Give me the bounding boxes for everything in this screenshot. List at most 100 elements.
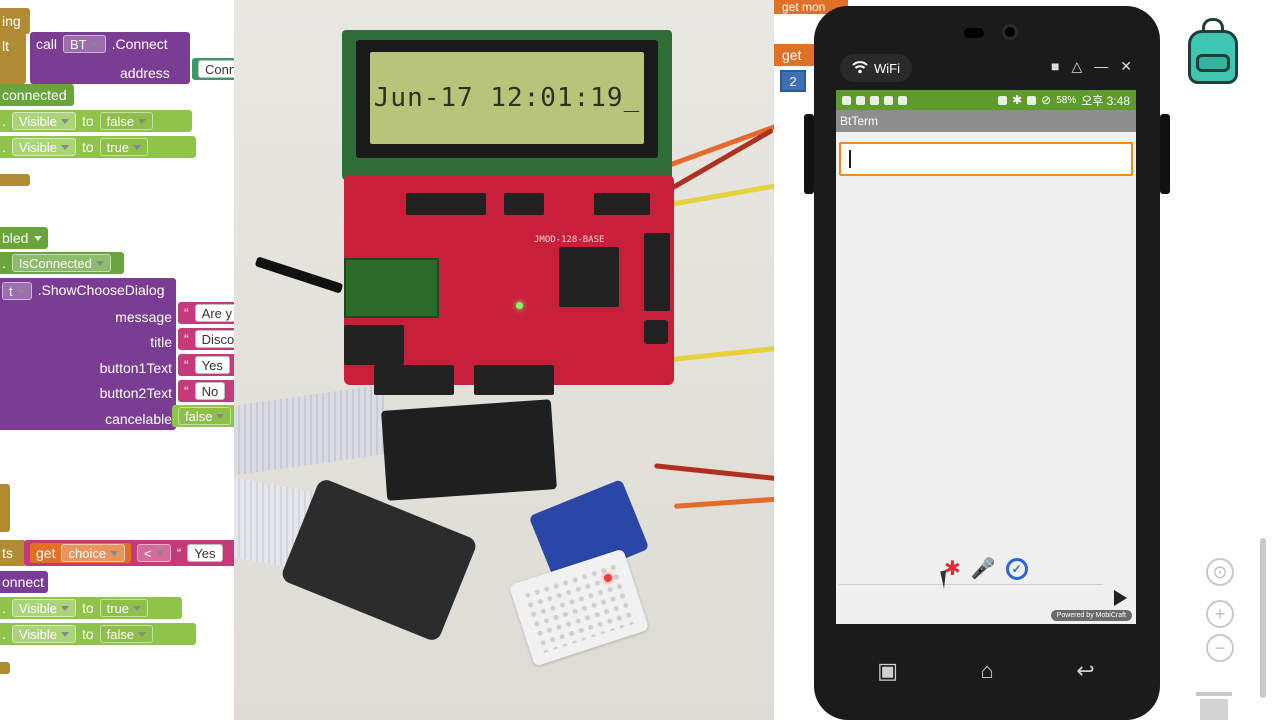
fingerprint-board bbox=[381, 399, 557, 501]
property-name: Visible bbox=[18, 139, 57, 155]
method-name: .ShowChooseDialog bbox=[37, 282, 165, 298]
bool-dropdown[interactable]: true bbox=[99, 138, 149, 156]
property-dropdown[interactable]: Visible bbox=[11, 599, 76, 617]
wifi-icon bbox=[852, 60, 868, 77]
close-icon[interactable]: ✕ bbox=[1120, 58, 1132, 74]
number-block[interactable]: 2 bbox=[780, 70, 806, 92]
side-header bbox=[644, 233, 670, 311]
property-dropdown[interactable]: Visible bbox=[11, 112, 76, 130]
dropdown-icon bbox=[90, 41, 99, 47]
bool-block-cancelable[interactable]: false bbox=[172, 405, 234, 427]
text-block-button2[interactable]: “No bbox=[178, 380, 234, 402]
get-keyword: get bbox=[36, 545, 56, 561]
home-icon[interactable]: ⌂ bbox=[980, 658, 994, 683]
compare-block[interactable]: get choice < “ Yes bbox=[24, 540, 234, 566]
fingerprint-sensor bbox=[279, 477, 479, 643]
to-keyword: to bbox=[81, 626, 94, 642]
app-title: BtTerm bbox=[840, 114, 879, 128]
dht-grille bbox=[521, 561, 637, 654]
lock-icon[interactable]: ■ bbox=[1051, 58, 1060, 74]
component-name: t bbox=[9, 283, 13, 299]
text-value: Yes bbox=[194, 356, 230, 374]
set-visible-block-3[interactable]: . Visible to true bbox=[0, 597, 182, 619]
block-text: ts bbox=[2, 545, 13, 561]
arg-label: button1Text bbox=[99, 359, 172, 376]
window-controls: ■ △ — ✕ bbox=[1051, 58, 1132, 75]
backpack-icon[interactable] bbox=[1182, 18, 1244, 86]
backpack-pocket bbox=[1196, 54, 1230, 72]
text-block-title[interactable]: “ Disco bbox=[178, 328, 234, 350]
block-text: lt bbox=[2, 38, 9, 54]
get-block[interactable]: get choice bbox=[30, 543, 132, 563]
back-icon[interactable]: ↩ bbox=[1076, 658, 1095, 683]
component-dropdown[interactable]: BT bbox=[63, 35, 106, 53]
alarm-clock-icon[interactable]: ✓ bbox=[1005, 557, 1028, 580]
quote-mark: “ bbox=[184, 357, 189, 373]
android-navbar: ▣ ⌂ ↩ bbox=[836, 646, 1136, 696]
arg-label-button2: button2Text bbox=[60, 381, 180, 407]
phone-frame: WiFi ■ △ — ✕ ✱ ⊘ 58% 오후 3:48 bbox=[804, 6, 1170, 720]
set-visible-block-1[interactable]: . Visible to false bbox=[0, 110, 192, 132]
dot: . bbox=[2, 139, 6, 155]
bluetooth-disconnected-icon[interactable]: ✱ bbox=[944, 558, 961, 580]
terminal-output-field[interactable] bbox=[839, 142, 1133, 176]
bool-dropdown[interactable]: false bbox=[99, 112, 154, 130]
wifi-indicator[interactable]: WiFi bbox=[840, 54, 912, 82]
app-titlebar: BtTerm bbox=[836, 110, 1136, 132]
bluetooth-icon: ✱ bbox=[1012, 93, 1023, 107]
arg-label-cancelable: cancelable bbox=[60, 406, 180, 432]
call-block-2[interactable]: onnect bbox=[0, 571, 48, 593]
bell-icon[interactable]: △ bbox=[1071, 58, 1083, 74]
event-block-2[interactable]: bled bbox=[0, 227, 48, 249]
set-visible-block-2[interactable]: . Visible to true bbox=[0, 136, 196, 158]
zoom-in-icon[interactable]: + bbox=[1206, 600, 1234, 628]
designer-panel: get mon get 2 WiFi ■ △ — ✕ bbox=[774, 0, 1280, 720]
arg-value-block[interactable]: Conn bbox=[192, 58, 234, 80]
variable-dropdown[interactable]: choice bbox=[61, 544, 126, 562]
event-block-end-2 bbox=[0, 662, 10, 674]
property-dropdown[interactable]: IsConnected bbox=[11, 254, 111, 272]
to-keyword: to bbox=[81, 139, 94, 155]
recenter-icon[interactable]: ⊙ bbox=[1206, 558, 1234, 586]
bool-dropdown[interactable]: false bbox=[99, 625, 154, 643]
send-icon[interactable] bbox=[1114, 590, 1127, 606]
property-name: IsConnected bbox=[18, 255, 92, 271]
backpack-handle bbox=[1202, 18, 1224, 34]
call-connect-block[interactable]: call BT .Connect address bbox=[30, 32, 190, 84]
event-block[interactable]: ing bbox=[0, 8, 30, 34]
text-block-message[interactable]: “Are y bbox=[178, 302, 234, 324]
block-text: connected bbox=[2, 87, 67, 103]
text-block-button1[interactable]: “ Yes bbox=[178, 354, 234, 376]
vertical-scrollbar[interactable] bbox=[1260, 538, 1266, 698]
if-block[interactable]: ts bbox=[0, 540, 26, 566]
property-dropdown[interactable]: Visible bbox=[11, 138, 76, 156]
set-visible-block-4[interactable]: . Visible to false bbox=[0, 623, 196, 645]
bool-dropdown[interactable]: true bbox=[99, 599, 149, 617]
dropdown-icon bbox=[110, 550, 119, 556]
get-block-2[interactable]: get bbox=[774, 44, 818, 66]
bool-dropdown[interactable]: false bbox=[178, 407, 232, 425]
property-dropdown[interactable]: Visible bbox=[11, 625, 76, 643]
quote-mark: “ bbox=[184, 305, 189, 321]
isconnected-block[interactable]: . IsConnected bbox=[0, 252, 124, 274]
operator-dropdown[interactable]: < bbox=[137, 544, 171, 562]
event-block-3 bbox=[0, 484, 10, 532]
text-value: Disco bbox=[194, 330, 234, 348]
quote-mark: “ bbox=[184, 331, 189, 347]
trash-bin bbox=[1200, 699, 1228, 720]
recent-apps-icon[interactable]: ▣ bbox=[877, 658, 899, 683]
property-block[interactable]: connected bbox=[0, 84, 81, 106]
component-dropdown[interactable]: t bbox=[2, 282, 32, 300]
minimize-icon[interactable]: — bbox=[1094, 58, 1109, 74]
wire-orange-2 bbox=[673, 496, 774, 509]
event-block-body[interactable]: lt bbox=[0, 32, 26, 84]
dropdown-icon bbox=[133, 144, 142, 150]
variable-name: choice bbox=[68, 545, 107, 561]
notification-icon bbox=[884, 95, 893, 105]
microphone-icon[interactable]: 🎤 bbox=[970, 558, 996, 580]
trash-icon[interactable] bbox=[1196, 692, 1232, 720]
property-name: Visible bbox=[18, 626, 57, 642]
zoom-out-icon[interactable]: − bbox=[1206, 634, 1234, 662]
dropdown-icon bbox=[138, 631, 147, 637]
show-choose-dialog-block[interactable]: t .ShowChooseDialog bbox=[0, 278, 176, 430]
